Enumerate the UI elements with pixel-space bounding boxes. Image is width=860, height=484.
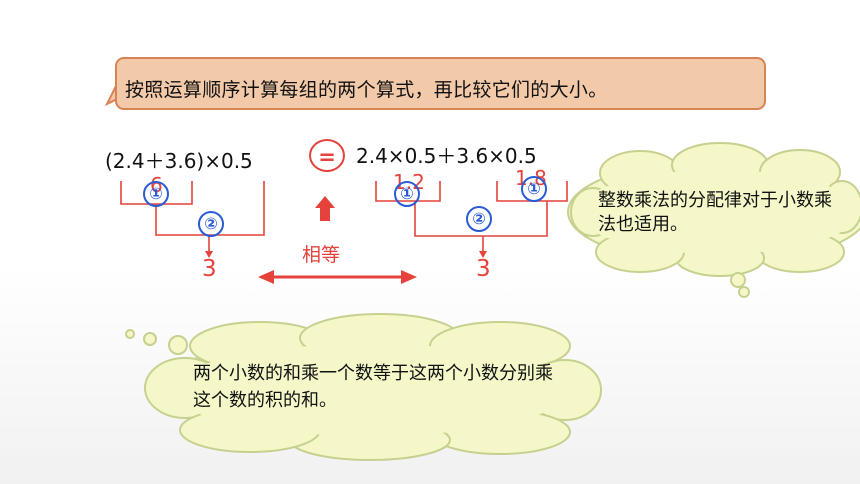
step-1-badge-right-a: ① xyxy=(394,181,420,207)
step-1-badge-right-b: ① xyxy=(521,176,547,202)
double-arrow-icon xyxy=(258,270,417,284)
right-result-value: 3 xyxy=(476,256,491,282)
step-1-badge-left: ① xyxy=(143,181,169,207)
thought-bubble-right xyxy=(567,142,860,298)
equal-label: 相等 xyxy=(302,244,341,266)
left-expression: (2.4＋3.6)×0.5 xyxy=(105,149,253,173)
left-result-value: 3 xyxy=(202,256,217,282)
arrow-head-right xyxy=(479,251,487,258)
bracket-right-sum xyxy=(414,201,548,237)
step-2-badge-right: ② xyxy=(466,206,492,232)
step-2-badge-left: ② xyxy=(198,211,224,237)
prompt-box xyxy=(115,57,766,110)
prompt-text: 按照运算顺序计算每组的两个算式，再比较它们的大小。 xyxy=(125,79,608,101)
bubble-text-right: 整数乘法的分配律对于小数乘法也适用。 xyxy=(598,190,832,235)
right-expression: 2.4×0.5＋3.6×0.5 xyxy=(356,144,537,168)
bubble-text-bottom: 两个小数的和乘一个数等于这两个小数分别乘这个数的积的和。 xyxy=(193,363,553,411)
thought-bubble-bottom xyxy=(125,313,602,461)
arrow-up-icon xyxy=(315,196,335,221)
arrow-head-left xyxy=(205,251,213,258)
equal-badge: = xyxy=(309,139,345,172)
